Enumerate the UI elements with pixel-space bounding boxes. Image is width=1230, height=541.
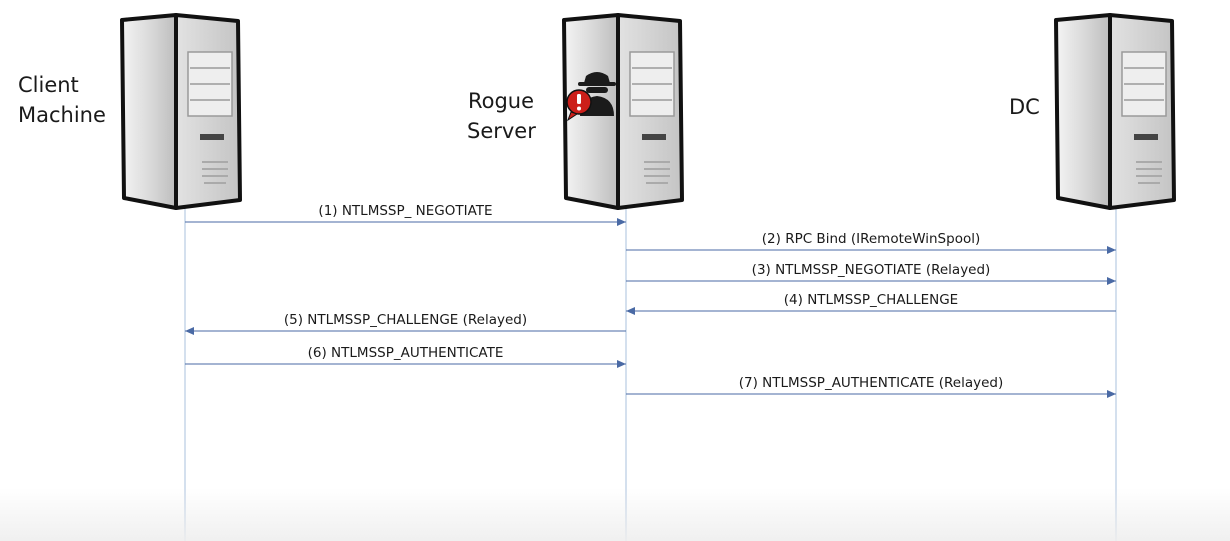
client-label-line-1: Client	[18, 73, 79, 97]
message-label-2: (2) RPC Bind (IRemoteWinSpool)	[761, 231, 981, 247]
dc-server-icon	[1054, 13, 1176, 210]
arrowhead-4	[626, 307, 635, 315]
message-arrow-6	[185, 360, 626, 368]
message-arrow-5	[185, 327, 626, 335]
dc-label: DC	[1009, 92, 1040, 122]
message-arrow-7	[626, 390, 1116, 398]
arrowhead-3	[1107, 277, 1116, 285]
client-machine-label: Client Machine	[18, 70, 106, 130]
message-label-1: (1) NTLMSSP_ NEGOTIATE	[318, 203, 493, 219]
message-label-6: (6) NTLMSSP_AUTHENTICATE	[307, 345, 504, 361]
arrowhead-2	[1107, 246, 1116, 254]
rogue-label-line-1: Rogue	[467, 89, 535, 113]
arrowhead-1	[617, 218, 626, 226]
message-arrow-4	[626, 307, 1116, 315]
message-arrow-3	[626, 277, 1116, 285]
message-arrow-1	[185, 218, 626, 226]
exclamation-alert-icon	[566, 89, 592, 122]
message-label-4: (4) NTLMSSP_CHALLENGE	[783, 292, 959, 308]
rogue-label-line-2: Server	[467, 119, 536, 143]
arrowhead-7	[1107, 390, 1116, 398]
rogue-server-label: Rogue Server	[467, 86, 536, 146]
arrowhead-6	[617, 360, 626, 368]
arrowhead-5	[185, 327, 194, 335]
dc-label-line-1: DC	[1009, 95, 1040, 119]
message-arrow-2	[626, 246, 1116, 254]
message-label-3: (3) NTLMSSP_NEGOTIATE (Relayed)	[751, 262, 991, 278]
lifelines	[184, 208, 1117, 541]
client-server-icon	[120, 13, 242, 210]
client-label-line-2: Machine	[18, 103, 106, 127]
message-label-7: (7) NTLMSSP_AUTHENTICATE (Relayed)	[738, 375, 1004, 391]
message-arrows	[185, 218, 1116, 398]
message-label-5: (5) NTLMSSP_CHALLENGE (Relayed)	[283, 312, 528, 328]
